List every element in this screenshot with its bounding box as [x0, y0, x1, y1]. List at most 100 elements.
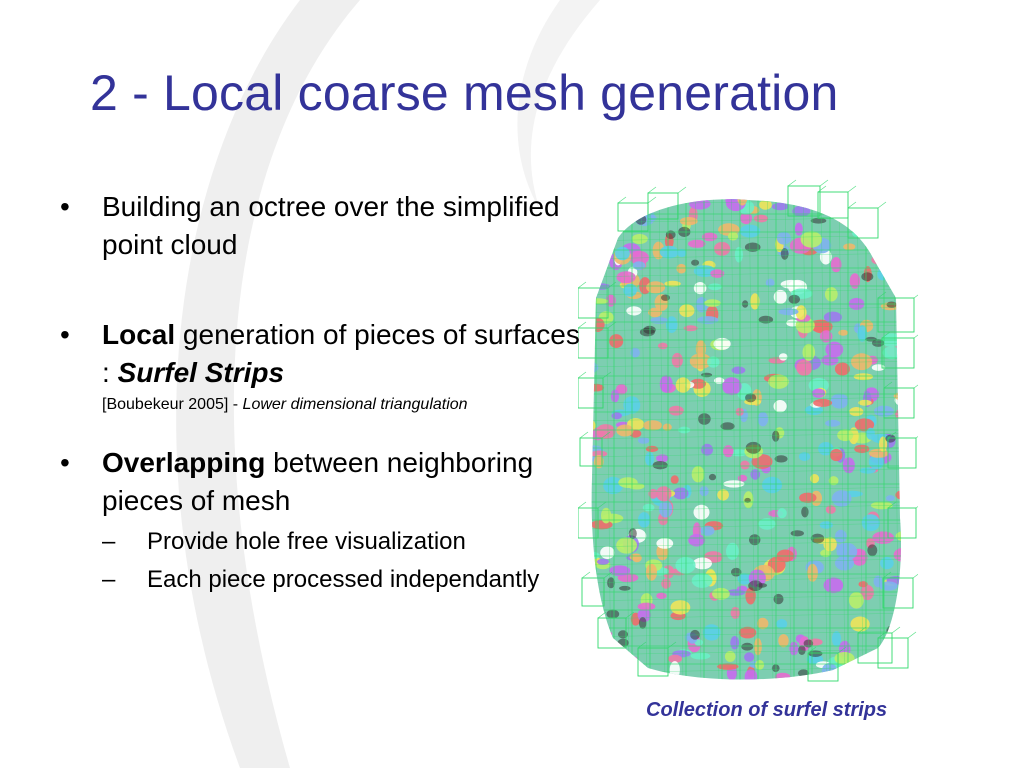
surfel-shadow — [691, 259, 700, 266]
surfel-patch — [659, 245, 679, 259]
surfel-patch — [819, 330, 833, 343]
octree-line — [603, 571, 613, 579]
octree-cell — [881, 337, 915, 369]
surfel-shadow — [652, 461, 668, 470]
octree-line — [658, 199, 666, 680]
surfel-patch — [893, 391, 902, 401]
surfel-patch — [755, 660, 765, 670]
octree-line — [617, 196, 627, 204]
figure-caption: Collection of surfel strips — [646, 699, 888, 721]
octree-line — [881, 331, 891, 339]
surfel-patch — [710, 269, 725, 278]
surfel-patch — [734, 246, 743, 263]
surfel-patch — [712, 587, 730, 600]
surfel-patch — [873, 653, 892, 663]
octree-line — [591, 378, 902, 386]
surfel-shadow — [889, 249, 897, 260]
octree-line — [581, 571, 591, 579]
surfel-patch — [765, 278, 775, 287]
surfel-patch — [616, 424, 634, 437]
octree-line — [883, 381, 893, 389]
bullet-bold-text: Overlapping — [102, 447, 266, 478]
surfel-shadow — [859, 658, 868, 669]
surfel-patch — [799, 492, 817, 503]
surfel-shadow — [798, 645, 806, 655]
octree-line — [591, 522, 902, 530]
bullet-text: between neighboring pieces of mesh — [102, 447, 534, 516]
surfel-patch — [843, 243, 856, 251]
octree-cell — [807, 652, 839, 682]
surfel-patch — [693, 282, 707, 295]
surfel-patch — [648, 307, 662, 318]
surfel-shadow — [601, 210, 613, 220]
surfel-shadow — [635, 214, 647, 225]
octree-line — [578, 181, 918, 187]
surfel-patch — [600, 546, 615, 559]
surfel-patch — [776, 231, 791, 245]
surfel-shadow — [894, 276, 902, 283]
surfel-patch — [859, 467, 876, 474]
octree-cell — [887, 437, 917, 469]
octree-line — [877, 631, 887, 639]
surfel-patch — [659, 375, 673, 393]
octree-line — [857, 626, 867, 634]
surfel-patch — [780, 279, 802, 289]
surfel-shadow — [867, 544, 878, 557]
surfel-patch — [893, 547, 902, 563]
surfel-patch — [851, 353, 873, 371]
surfel-patch — [807, 563, 818, 582]
surfel-patch — [739, 224, 761, 238]
surfel-patch — [722, 377, 742, 396]
surfel-shadow — [744, 242, 761, 252]
surfel-patch — [671, 352, 683, 368]
surfel-patch — [744, 669, 758, 680]
surfel-patch — [779, 353, 788, 361]
surfel-patch — [849, 592, 864, 609]
octree-cell — [578, 327, 609, 359]
surfel-patch — [800, 231, 822, 248]
surfel-patch — [693, 504, 710, 520]
surfel-shadow — [836, 214, 846, 221]
surfel-patch — [603, 476, 623, 495]
surfel-patch — [876, 200, 896, 219]
surfel-patch — [830, 257, 842, 273]
octree-line — [787, 179, 797, 187]
octree-line — [591, 414, 902, 422]
octree-line — [837, 646, 847, 654]
bullet-list: • Building an octree over the simplified… — [60, 188, 590, 596]
subbullet-dash: – — [102, 528, 116, 555]
octree-cell — [877, 297, 915, 333]
surfel-patch — [618, 477, 638, 488]
surfel-shadow — [638, 617, 647, 629]
surfel-patch — [630, 347, 640, 358]
surfel-shadow — [701, 372, 713, 378]
surfel-patch — [730, 636, 740, 650]
octree-line — [694, 199, 702, 680]
surfel-patch — [831, 631, 842, 647]
octree-cell — [637, 647, 669, 677]
surfel-patch — [612, 659, 632, 668]
surfel-patch — [896, 199, 902, 203]
surfel-patch — [670, 475, 679, 484]
octree-line — [591, 648, 902, 656]
surfel-patch — [637, 602, 656, 611]
surfel-patch — [667, 654, 683, 663]
octree-line — [591, 270, 902, 278]
octree-cell — [578, 287, 609, 319]
surfel-patch — [610, 209, 624, 224]
surfel-shadow — [801, 506, 809, 518]
surfel-patch — [591, 317, 605, 332]
surfel-patch — [688, 533, 706, 547]
surfel-patch — [609, 334, 624, 349]
surfel-patch — [837, 429, 854, 442]
surfel-shadow — [749, 534, 761, 546]
surfel-patch — [700, 525, 715, 536]
surfel-patch — [877, 268, 888, 281]
surfel-patch — [695, 297, 708, 313]
octree-line — [607, 321, 617, 329]
surfel-shadow — [758, 315, 774, 324]
surfel-patch — [724, 651, 736, 662]
bullet-text: Building an octree over the simplified p… — [102, 191, 560, 260]
surfel-patch — [632, 261, 646, 270]
octree-line — [591, 558, 902, 566]
